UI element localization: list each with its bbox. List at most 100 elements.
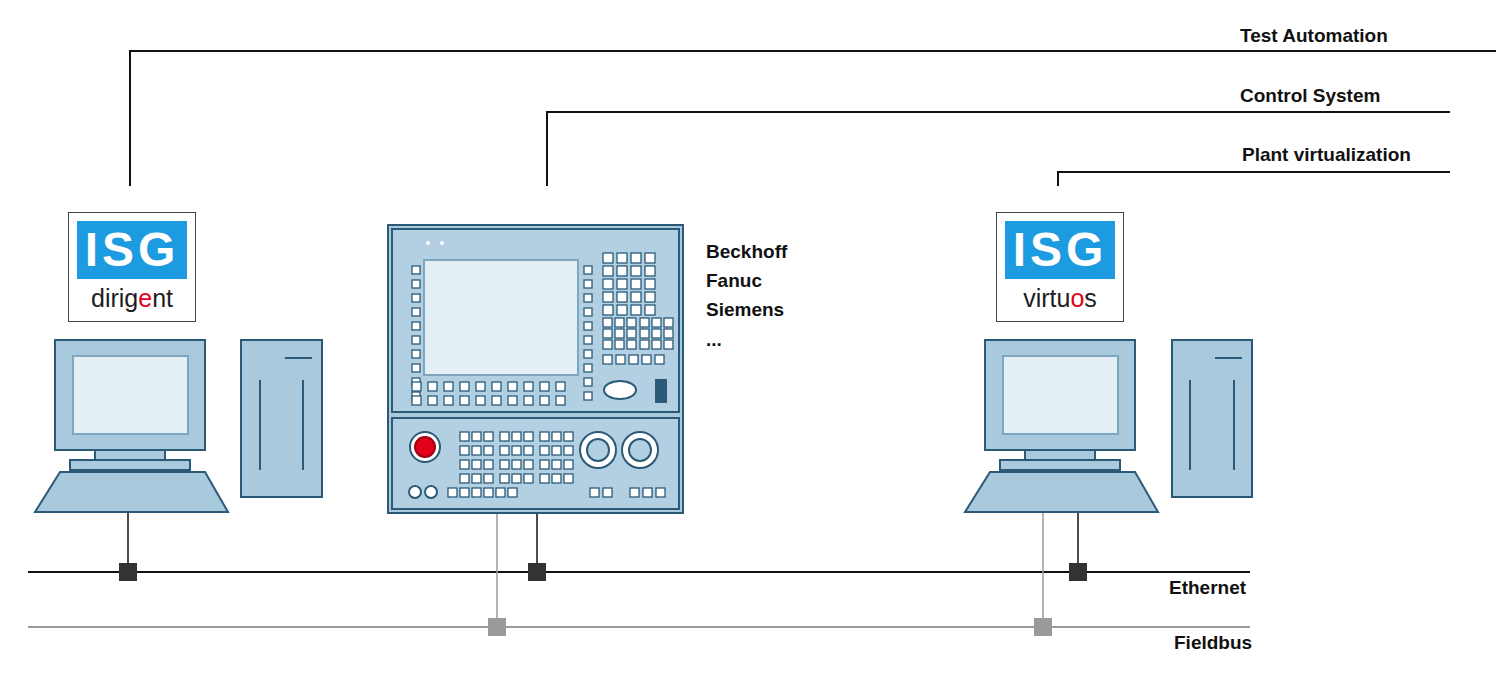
panel-button [645, 305, 655, 315]
panel-button [617, 253, 627, 263]
leader-line [130, 51, 1496, 186]
monitor-stand [95, 450, 165, 460]
panel-button [412, 294, 420, 302]
panel-button [460, 446, 469, 455]
monitor-base [70, 460, 190, 470]
pc-icon [965, 340, 1252, 512]
panel-button [655, 355, 664, 364]
logo-box: ISGvirtuos [996, 212, 1124, 322]
panel-button [484, 460, 493, 469]
panel-button [412, 364, 420, 372]
label-text: Beckhoff [704, 242, 789, 263]
panel-button [472, 474, 481, 483]
button-round [425, 486, 437, 498]
panel-button [631, 279, 641, 289]
panel-button [664, 329, 673, 338]
tower-edge [1233, 380, 1235, 470]
panel-button [615, 340, 624, 349]
panel-button [508, 382, 517, 391]
label-text: Fieldbus [1172, 633, 1254, 654]
label-text: Ethernet [1167, 578, 1248, 599]
bus-connector [1069, 563, 1087, 581]
tower [1172, 340, 1252, 497]
dial [622, 432, 658, 468]
panel-button [645, 279, 655, 289]
led [426, 241, 430, 245]
tower-edge [302, 380, 304, 470]
panel-button [500, 474, 509, 483]
panel-button [460, 396, 469, 405]
panel-button [460, 460, 469, 469]
dial [580, 432, 616, 468]
panel-button [603, 340, 612, 349]
label-text: Fanuc [704, 271, 764, 292]
panel-button [603, 329, 612, 338]
panel-button [484, 446, 493, 455]
panel-button [584, 378, 592, 386]
panel-button [590, 488, 599, 497]
panel-button [460, 382, 469, 391]
panel-button [642, 355, 651, 364]
monitor-stand [1025, 450, 1095, 460]
label-text: ... [704, 330, 724, 351]
panel-button [444, 382, 453, 391]
panel-button [603, 355, 612, 364]
bus-connector [528, 563, 546, 581]
panel-button [584, 280, 592, 288]
panel-button [460, 432, 469, 441]
tower-edge [1189, 380, 1191, 470]
panel-button [617, 266, 627, 276]
panel-button [412, 396, 421, 405]
panel-button [640, 329, 649, 338]
panel-button [656, 488, 665, 497]
bus-connector [1034, 618, 1052, 636]
bus-drop [1042, 512, 1044, 627]
panel-button [652, 318, 661, 327]
panel-button [500, 460, 509, 469]
panel-button [412, 308, 420, 316]
panel-button [615, 318, 624, 327]
panel-button [556, 382, 565, 391]
panel-button [476, 396, 485, 405]
panel-button [412, 266, 420, 274]
panel-button [627, 318, 636, 327]
panel-button [556, 396, 565, 405]
cnc-control-panel [388, 225, 683, 513]
panel-button [524, 446, 533, 455]
bus-connector [119, 563, 137, 581]
lower-panel [392, 418, 679, 509]
panel-button [540, 474, 549, 483]
panel-button [524, 432, 533, 441]
panel-button [500, 446, 509, 455]
panel-button [552, 432, 561, 441]
label-text: Control System [1238, 86, 1382, 107]
key-switch [656, 380, 666, 402]
panel-button [603, 292, 613, 302]
tower-slot [1215, 357, 1242, 359]
panel-button [616, 355, 625, 364]
panel-button [472, 460, 481, 469]
panel-button [496, 488, 505, 497]
panel-button [512, 432, 521, 441]
panel-button [564, 460, 573, 469]
logo-mark: ISG [1005, 221, 1115, 279]
upper-panel [392, 229, 679, 412]
fieldbus-bus [28, 626, 1250, 628]
buses [28, 512, 1250, 636]
buttons [412, 253, 673, 497]
led [440, 241, 444, 245]
button-round [409, 486, 421, 498]
tower [241, 340, 322, 497]
panel-button [584, 364, 592, 372]
leader-line [1058, 172, 1450, 186]
panel-button [412, 336, 420, 344]
panel-button [627, 329, 636, 338]
panel-button [664, 318, 673, 327]
product-name: dirigent [91, 283, 173, 313]
panel-button [492, 382, 501, 391]
tower-edge [259, 380, 261, 470]
panel-button [500, 432, 509, 441]
panel-button [627, 340, 636, 349]
panel-button [630, 488, 639, 497]
label-text: Plant virtualization [1240, 145, 1413, 166]
